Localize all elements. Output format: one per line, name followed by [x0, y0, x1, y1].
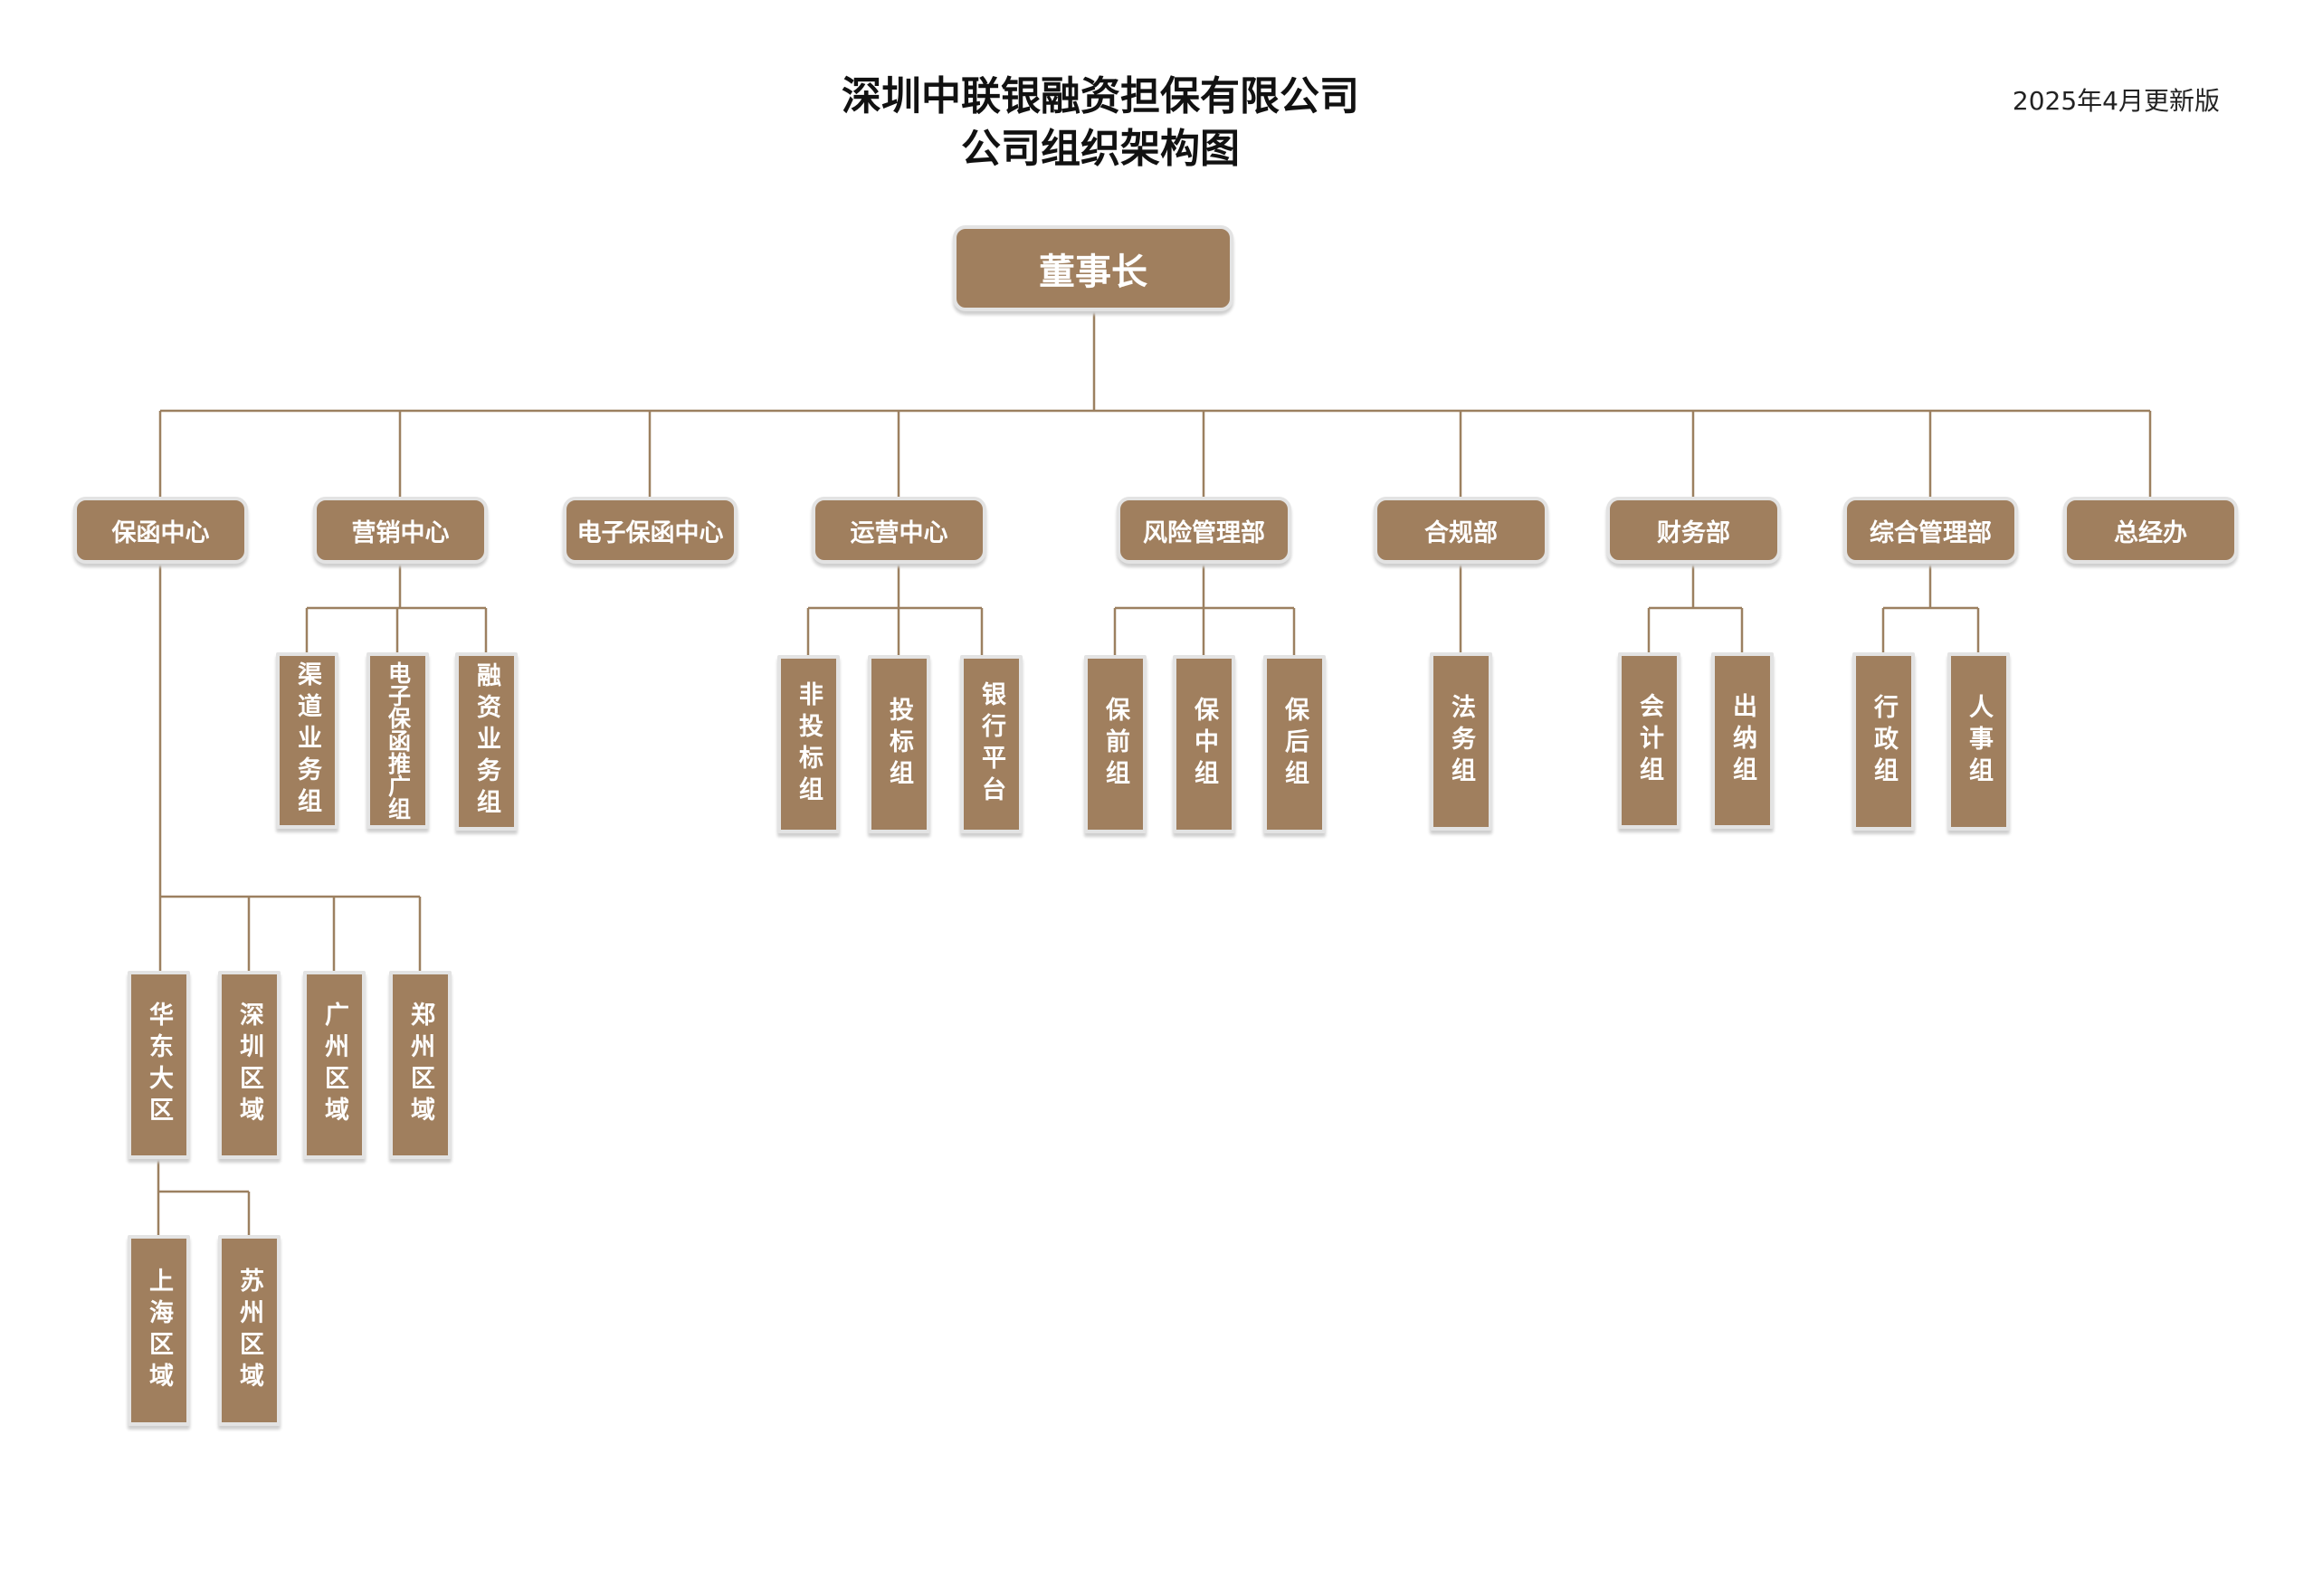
node-mid-guarantee-group: 保中组 — [1173, 655, 1235, 833]
node-legal-group: 法务组 — [1430, 652, 1492, 831]
node-operations-center: 运营中心 — [812, 497, 986, 564]
node-bidding-group: 投标组 — [868, 655, 930, 833]
node-chairman: 董事长 — [953, 225, 1233, 311]
node-risk-management: 风险管理部 — [1117, 497, 1291, 564]
node-cashier-group: 出纳组 — [1711, 652, 1774, 829]
node-channel-group: 渠道业务组 — [276, 652, 338, 829]
node-marketing-center: 营销中心 — [313, 497, 488, 564]
node-administration-group: 行政组 — [1852, 652, 1915, 831]
node-general-admin: 综合管理部 — [1843, 497, 2018, 564]
node-hr-group: 人事组 — [1947, 652, 2010, 831]
node-e-guarantee-promo-group: 电子保函推广组 — [366, 652, 429, 829]
node-gm-office: 总经办 — [2063, 497, 2238, 564]
node-guangzhou-region: 广州区域 — [303, 971, 366, 1159]
node-financing-group: 融资业务组 — [455, 652, 518, 831]
chart-title-line2: 公司组织架构图 — [961, 126, 1240, 172]
node-zhengzhou-region: 郑州区域 — [389, 971, 452, 1159]
node-shenzhen-region: 深圳区域 — [218, 971, 281, 1159]
node-finance: 财务部 — [1606, 497, 1781, 564]
version-label: 2025年4月更新版 — [2012, 86, 2220, 116]
node-shanghai-region: 上海区域 — [128, 1235, 190, 1426]
node-east-china-region: 华东大区 — [128, 971, 190, 1159]
node-e-guarantee-center: 电子保函中心 — [563, 497, 738, 564]
node-non-bidding-group: 非投标组 — [777, 655, 840, 833]
node-guarantee-center: 保函中心 — [73, 497, 248, 564]
node-post-guarantee-group: 保后组 — [1263, 655, 1326, 833]
node-accounting-group: 会计组 — [1618, 652, 1680, 829]
node-pre-guarantee-group: 保前组 — [1084, 655, 1147, 833]
node-compliance: 合规部 — [1374, 497, 1548, 564]
node-suzhou-region: 苏州区域 — [218, 1235, 281, 1426]
chart-title-line1: 深圳中联银融资担保有限公司 — [842, 73, 1359, 119]
node-bank-platform: 银行平台 — [960, 655, 1023, 833]
